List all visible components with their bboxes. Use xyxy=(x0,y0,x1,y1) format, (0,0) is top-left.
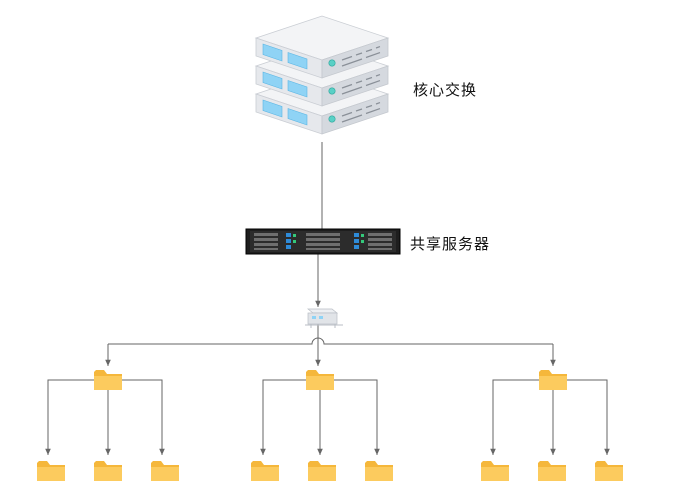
folder-icon xyxy=(306,370,334,390)
folder-icon xyxy=(251,461,279,481)
folder-icon xyxy=(538,461,566,481)
shared-server-label: 共享服务器 xyxy=(410,235,491,253)
core-switch-server-stack-icon xyxy=(255,15,389,135)
shared-server-rack-icon xyxy=(245,228,401,255)
core-switch-label: 核心交换 xyxy=(413,81,478,99)
folder-icon xyxy=(595,461,623,481)
folder-icon xyxy=(365,461,393,481)
network-switch-icon xyxy=(305,308,343,328)
hub-bus xyxy=(108,337,553,345)
folder-icon xyxy=(94,370,122,390)
folder-icon xyxy=(37,461,65,481)
folder-icon xyxy=(308,461,336,481)
folder-icon xyxy=(481,461,509,481)
folder-icon xyxy=(151,461,179,481)
folder-icon xyxy=(94,461,122,481)
connector-lines xyxy=(45,142,610,455)
folder-icon xyxy=(539,370,567,390)
